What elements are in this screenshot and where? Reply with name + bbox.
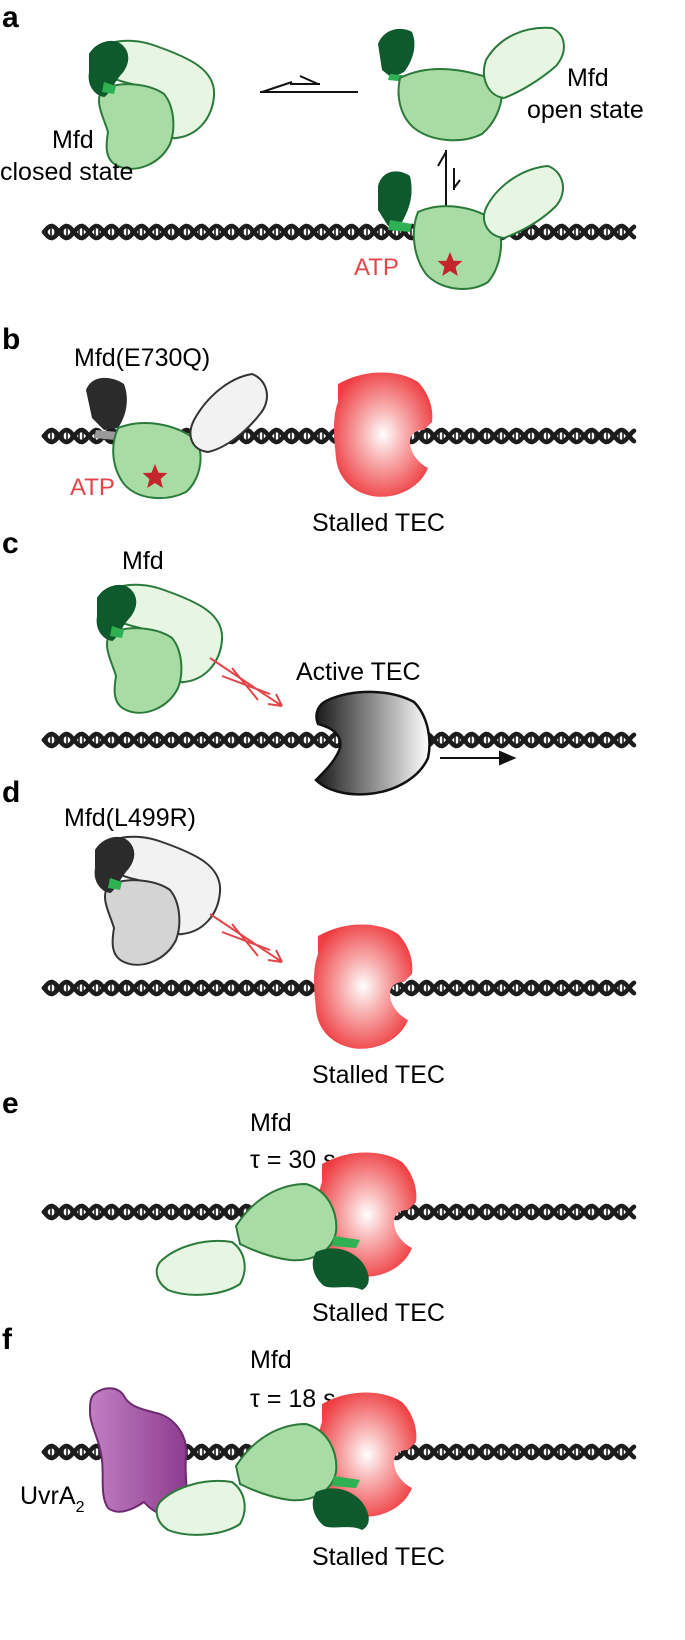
uvra2-label-base: UvrA — [20, 1482, 76, 1510]
panel-e-letter: e — [2, 1087, 19, 1120]
mfd-label-f: Mfd — [250, 1346, 292, 1374]
panel-f: f Mfd τ = 18 s UvrA2 Stalled TEC — [2, 1323, 637, 1571]
panel-b: b Mfd(E730Q) ATP Stalled TEC — [2, 323, 637, 537]
active-tec-label: Active TEC — [296, 658, 421, 686]
mfd-l499r-protein — [94, 835, 222, 966]
panel-a: a Mfd closed state Mfd open state — [0, 1, 644, 290]
equilibrium-arrow-vertical — [437, 150, 461, 206]
mfd-open-state-protein — [378, 26, 565, 142]
mfd-dna-bound-protein — [378, 164, 564, 290]
active-tec — [314, 690, 431, 796]
panel-d: d Mfd(L499R) Stalled TEC — [2, 776, 637, 1089]
panel-e: e Mfd τ = 30 s Stalled TEC — [2, 1087, 637, 1327]
mfd-closed-protein-c — [96, 583, 224, 714]
mfd-closed-label-line1: Mfd — [52, 126, 94, 154]
mfd-open-label-line2: open state — [527, 96, 644, 124]
panel-a-letter: a — [2, 1, 19, 34]
uvra2-label-subscript: 2 — [76, 1499, 85, 1516]
transcription-direction-arrow — [440, 750, 517, 766]
dna-panel-a — [41, 223, 637, 241]
atp-label-a: ATP — [354, 254, 399, 281]
equilibrium-arrow-horizontal — [260, 75, 358, 93]
panel-c-letter: c — [2, 527, 19, 560]
stalled-tec-label-d: Stalled TEC — [312, 1061, 445, 1089]
blocked-arrow-c — [209, 657, 283, 707]
uvra2-label: UvrA2 — [20, 1482, 85, 1516]
stalled-tec-label-b: Stalled TEC — [312, 509, 445, 537]
stalled-tec-label-f: Stalled TEC — [312, 1543, 445, 1571]
tau-label-e: τ = 30 s — [250, 1146, 336, 1174]
mfd-closed-state-protein — [88, 39, 216, 170]
blocked-arrow-d — [209, 913, 283, 963]
mfd-e730q-label: Mfd(E730Q) — [74, 344, 210, 372]
mfd-l499r-label: Mfd(L499R) — [64, 804, 196, 832]
mfd-label-c: Mfd — [122, 547, 164, 575]
mfd-e730q-protein — [86, 372, 268, 500]
panel-f-letter: f — [2, 1323, 13, 1356]
atp-label-b: ATP — [70, 474, 115, 501]
stalled-tec-label-e: Stalled TEC — [312, 1299, 445, 1327]
panel-d-letter: d — [2, 776, 20, 809]
panel-c: c Mfd Active TEC — [2, 527, 637, 796]
mfd-open-label-line1: Mfd — [567, 64, 609, 92]
mfd-bound-tec-e — [155, 1182, 369, 1296]
mfd-label-e: Mfd — [250, 1109, 292, 1137]
mfd-closed-label-line2: closed state — [0, 158, 133, 186]
mfd-bound-tec-f — [155, 1422, 369, 1536]
tau-label-f: τ = 18 s — [250, 1385, 336, 1413]
panel-b-letter: b — [2, 323, 20, 356]
